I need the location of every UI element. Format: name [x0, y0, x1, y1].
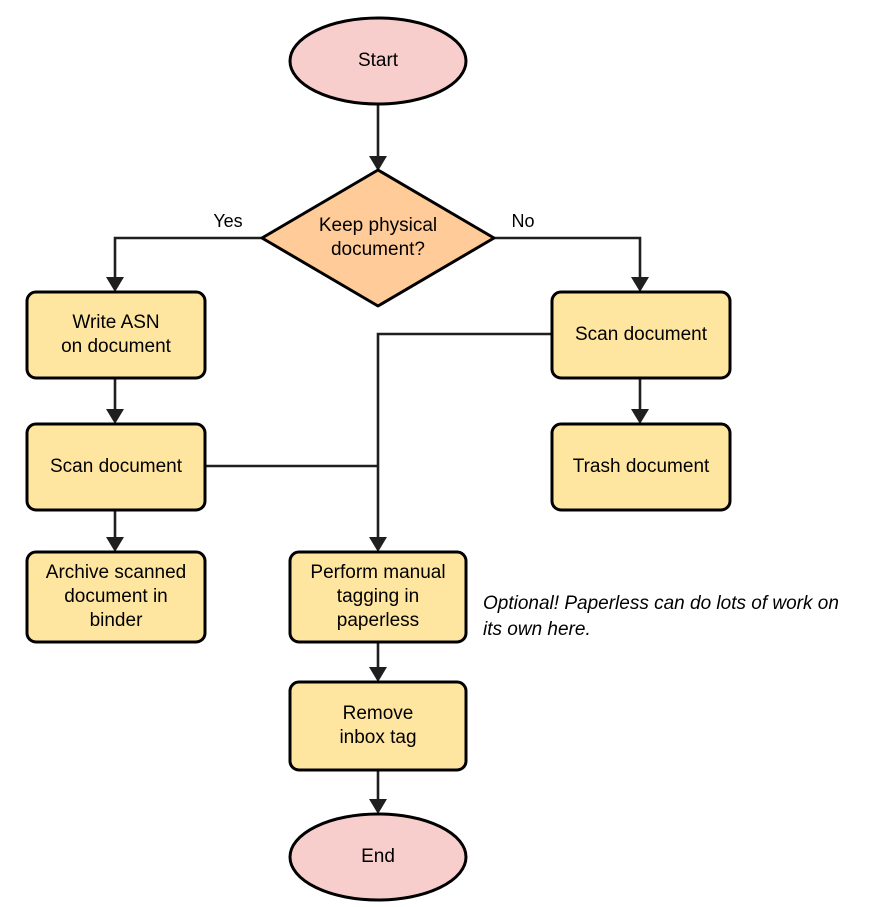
- edge-manual-tagging-to-remove-inbox: [369, 642, 387, 682]
- edges-layer: Yes No: [106, 104, 649, 814]
- edge-scan-right-to-trash: [631, 378, 649, 424]
- edge-start-to-decision: [369, 104, 387, 171]
- node-scan-document-right[interactable]: Scan document: [550, 290, 732, 380]
- edge-scan-right-to-manual-tagging: [369, 332, 552, 552]
- edge-arrowhead: [631, 409, 649, 424]
- edge-label-decision-no-to-scan-right: No: [511, 211, 534, 231]
- process-shape[interactable]: [288, 680, 468, 772]
- node-label: End: [361, 846, 395, 867]
- edge-remove-inbox-to-end: [369, 770, 387, 814]
- decision-shape[interactable]: [260, 168, 496, 308]
- node-start[interactable]: Start: [288, 16, 468, 106]
- process-shape[interactable]: [25, 290, 207, 380]
- process-shape[interactable]: [25, 550, 207, 644]
- annotation-optional-note: Optional! Paperless can do lots of work …: [483, 593, 839, 640]
- edge-arrowhead: [369, 667, 387, 682]
- edge-arrowhead: [369, 799, 387, 814]
- edge-decision-yes-to-write-asn: Yes: [106, 211, 262, 292]
- node-label: Start: [358, 50, 399, 71]
- process-shape[interactable]: [550, 290, 732, 380]
- process-shape[interactable]: [550, 422, 732, 512]
- edge-arrowhead: [106, 537, 124, 552]
- edge-arrowhead: [106, 409, 124, 424]
- edge-arrowhead: [106, 277, 124, 292]
- edge-scan-left-to-archive: [106, 510, 124, 552]
- terminator-shape[interactable]: [288, 16, 468, 106]
- process-shape[interactable]: [288, 550, 468, 644]
- node-label: Trash document: [573, 456, 710, 477]
- annotations-layer: Optional! Paperless can do lots of work …: [483, 593, 839, 640]
- edge-arrowhead: [369, 156, 387, 171]
- edge-label-decision-yes-to-write-asn: Yes: [213, 211, 242, 231]
- terminator-shape[interactable]: [288, 812, 468, 902]
- node-end[interactable]: End: [288, 812, 468, 902]
- process-shape[interactable]: [25, 422, 207, 512]
- edge-arrowhead: [369, 537, 387, 552]
- edge-line: [376, 332, 552, 545]
- edge-decision-no-to-scan-right: No: [494, 211, 649, 292]
- edge-write-asn-to-scan-left: [106, 378, 124, 424]
- edge-line: [494, 236, 642, 285]
- node-scan-document-left[interactable]: Scan document: [25, 422, 207, 512]
- node-label: Scan document: [50, 456, 183, 477]
- node-label: Scan document: [575, 324, 708, 345]
- node-trash-document[interactable]: Trash document: [550, 422, 732, 512]
- edge-arrowhead: [631, 277, 649, 292]
- edge-line: [113, 236, 262, 285]
